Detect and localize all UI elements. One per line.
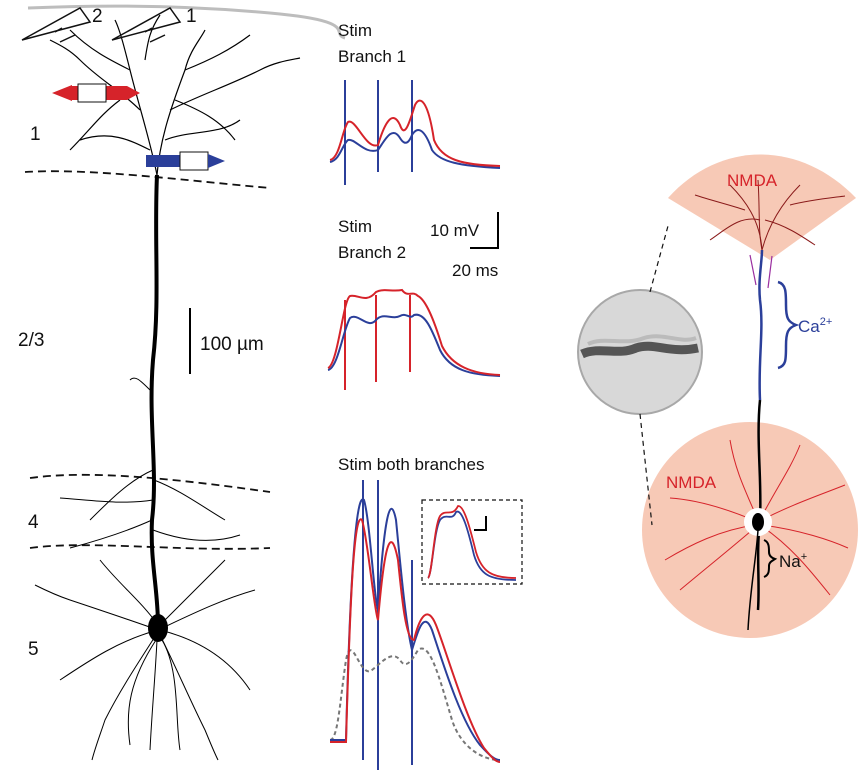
schematic-panel: NMDA NMDA Ca2+ Na+ (577, 154, 858, 638)
basal-dendrites (34, 559, 256, 761)
zoom-spine-image (580, 341, 699, 359)
stim-electrode-1 (111, 7, 182, 43)
layer-label-4: 4 (28, 512, 39, 533)
ca-label: Ca2+ (798, 316, 832, 336)
nmda-apical-zone (668, 154, 856, 260)
morphology-panel: 1 2/3 4 5 2 1 100 µm (18, 4, 346, 761)
nmda-basal-label: NMDA (666, 473, 717, 492)
trace-branch2-title-line1: Stim (338, 217, 372, 236)
trace-branch2-title-line2: Branch 2 (338, 243, 406, 262)
layer-label-1: 1 (30, 124, 41, 145)
trace-branch1 (329, 80, 501, 185)
nmda-apical-label: NMDA (727, 171, 778, 190)
electrode-label-1: 1 (186, 6, 197, 27)
trace-branch2 (327, 288, 501, 390)
morphology-scale-label: 100 µm (200, 334, 264, 355)
apical-trunk (149, 174, 160, 626)
voltage-scale-label: 10 mV (430, 221, 480, 240)
soma (148, 614, 168, 642)
zoom-line-bottom (639, 413, 653, 526)
ca-brace (777, 280, 800, 370)
zoom-line-top (649, 225, 669, 293)
layer-label-2-3: 2/3 (18, 330, 44, 351)
inset-scale-bar (474, 516, 487, 531)
oblique-dendrites (59, 377, 241, 549)
schematic-neuron (664, 179, 849, 631)
trace-branch1-title-line1: Stim (338, 21, 372, 40)
layer-boundary-1-23 (24, 170, 271, 189)
time-scale-label: 20 ms (452, 261, 498, 280)
pia-surface (27, 4, 346, 40)
trace-branch1-title-line2: Branch 1 (338, 47, 406, 66)
trace-scale-bar (470, 212, 499, 249)
trace-both (329, 480, 501, 770)
trace-both-title: Stim both branches (338, 455, 484, 474)
na-brace (763, 539, 778, 578)
layer-boundary-4-5 (29, 544, 271, 550)
stim-electrode-2 (21, 7, 92, 43)
blue-electrode (146, 151, 225, 171)
trace-inset-box (421, 499, 523, 585)
trace-inset (427, 505, 517, 581)
traces-panel: Stim Branch 1 Stim Branch 2 10 mV 20 ms … (327, 21, 523, 770)
layer-boundary-23-4 (29, 473, 271, 493)
na-label: Na+ (779, 551, 807, 571)
layer-label-5: 5 (28, 639, 39, 660)
red-electrode (52, 83, 140, 103)
electrode-label-2: 2 (92, 6, 103, 27)
